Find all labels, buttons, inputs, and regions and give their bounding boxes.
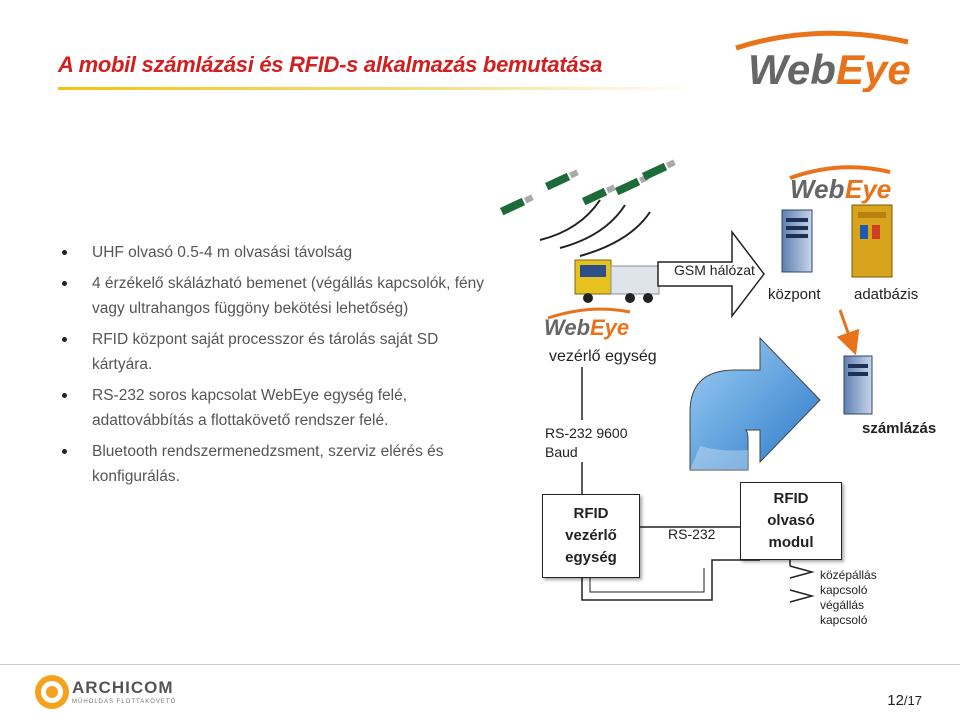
box-line: RFID (573, 505, 609, 522)
gsm-arrow (657, 229, 765, 319)
box-line: RFID (773, 490, 809, 507)
rfid-olvaso-box: RFID olvasó modul (740, 482, 842, 560)
feature-list: UHF olvasó 0.5-4 m olvasási távolság 4 é… (62, 240, 492, 495)
server-icon (781, 209, 813, 273)
archicom-name: ARCHICOM (72, 678, 174, 697)
svg-text:Eye: Eye (590, 315, 629, 340)
svg-text:Eye: Eye (845, 174, 891, 204)
truck-icon (574, 259, 660, 303)
vegallas-kapcsolo-label: kapcsoló (820, 613, 868, 627)
bullet-item: 4 érzékelő skálázható bemenet (végállás … (62, 271, 492, 321)
bullet-item: Bluetooth rendszermenedzsment, szerviz e… (62, 439, 492, 489)
bullet-item: RFID központ saját processzor és tárolás… (62, 327, 492, 377)
adatbazis-label: adatbázis (854, 286, 919, 303)
satellite-icon (642, 159, 676, 181)
webeye-logo-small: Web Eye (544, 307, 631, 340)
billing-server-icon (843, 355, 873, 415)
satellite-icon (545, 169, 579, 191)
title-underline (58, 87, 698, 90)
database-icon (851, 204, 893, 278)
switch-icon (789, 589, 815, 603)
box-line: egység (565, 549, 617, 566)
svg-text:Web: Web (790, 174, 845, 204)
webeye-logo: Web Eye (735, 30, 911, 92)
rs232-baud-label: RS-232 9600 (545, 425, 628, 441)
bullet-item: RS-232 soros kapcsolat WebEye egység fel… (62, 383, 492, 433)
switch-icon (789, 560, 815, 579)
vezerlo-egyseg-label: vezérlő egység (549, 348, 657, 365)
archicom-logo (35, 675, 69, 709)
svg-text:Web: Web (544, 315, 590, 340)
rs232-baud-label-2: Baud (545, 444, 578, 460)
box-line: olvasó (767, 512, 815, 529)
kozpont-label: központ (768, 286, 821, 303)
rs232-label: RS-232 (668, 526, 716, 542)
webeye-logo-server: Web Eye (789, 165, 891, 204)
bullet-item: UHF olvasó 0.5-4 m olvasási távolság (62, 240, 492, 265)
satellite-icon (582, 184, 616, 206)
vegallas-label: végállás (820, 598, 865, 612)
svg-text:Web: Web (748, 46, 836, 92)
page-number: 12/17 (887, 692, 922, 709)
box-line: vezérlő (565, 527, 617, 544)
gsm-label: GSM hálózat (674, 262, 755, 278)
kozepallas-label: középállás (820, 568, 877, 582)
satellite-icon (499, 194, 534, 216)
box-line: modul (768, 534, 814, 551)
page-title: A mobil számlázási és RFID-s alkalmazás … (58, 52, 603, 77)
archicom-sub: MŰHOLDAS FLOTTAKÖVETŐ (72, 699, 177, 705)
kozepallas-kapcsolo-label: kapcsoló (820, 583, 868, 597)
footer-divider (0, 664, 960, 665)
page-current: 12 (887, 692, 904, 709)
svg-text:Eye: Eye (836, 46, 911, 92)
rfid-vezerlo-box: RFID vezérlő egység (542, 494, 640, 578)
page-total: /17 (903, 693, 922, 708)
curved-blue-arrow (689, 336, 821, 471)
szamlazas-label: számlázás (862, 420, 937, 437)
